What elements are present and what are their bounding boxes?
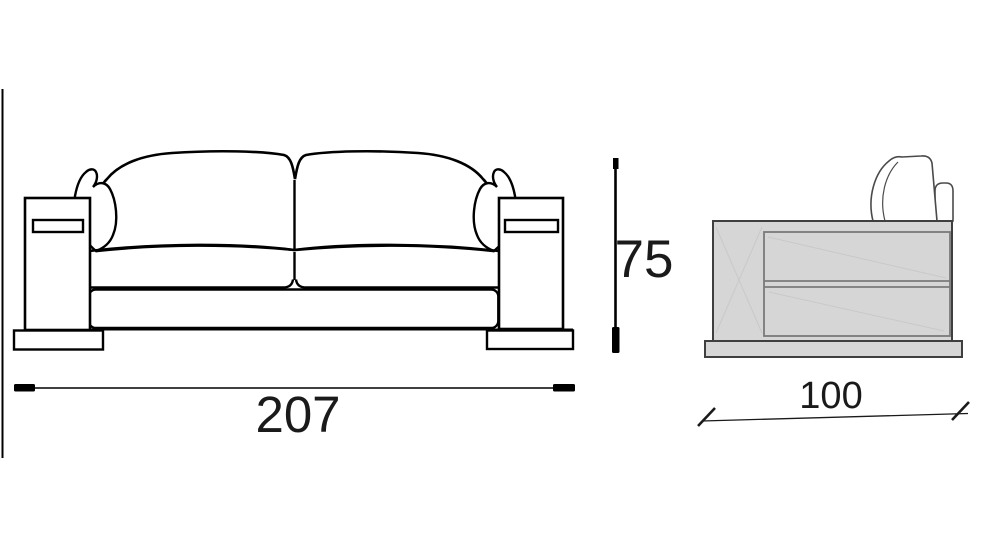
right-foot [485,329,575,351]
side-view [704,155,963,358]
front-rail [87,288,500,330]
left-foot [12,329,105,351]
left-armrest [23,196,92,332]
seat-top-edge [88,243,500,253]
side-hatch-lines [715,226,947,334]
depth-tick-left [697,407,716,427]
height-tick-top [613,158,619,169]
side-base-plinth [704,340,963,358]
depth-dimension-line [701,412,969,422]
right-armrest-slot [503,218,560,234]
width-dimension: 207 [1,89,575,458]
right-armrest [497,196,565,331]
height-tick-bottom [612,327,620,353]
width-tick-left [14,384,35,392]
width-tick-right [553,384,575,392]
depth-value: 100 [799,375,862,417]
side-back-cushion [870,155,938,222]
seat-bottom-edge [90,279,498,289]
front-view [12,149,575,351]
side-inner-panel [763,231,951,337]
side-back-cushion-crease [882,161,899,222]
height-dimension: 75 [612,158,673,353]
depth-dimension: 100 [697,375,970,427]
width-value: 207 [255,386,340,443]
side-backrest-frame [934,182,954,222]
left-armrest-slot [31,218,85,234]
depth-tick-right [951,401,970,421]
height-value: 75 [615,230,674,289]
